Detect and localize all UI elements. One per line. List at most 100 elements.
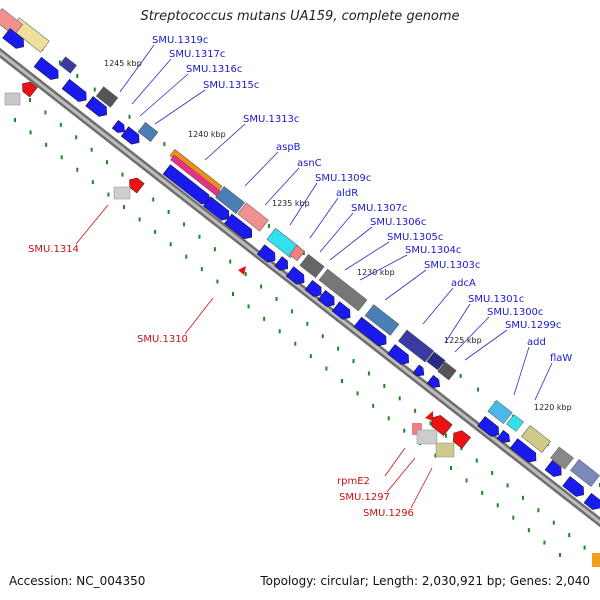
cds-arrow-shape bbox=[85, 96, 107, 117]
feature-block bbox=[0, 8, 23, 36]
kbp-marker: 1235 kbp bbox=[272, 199, 310, 208]
cds-forward-arrow bbox=[509, 438, 537, 463]
genome-summary-text: Topology: circular; Length: 2,030,921 bp… bbox=[260, 574, 590, 588]
gene-label-forward: SMU.1307c bbox=[351, 203, 407, 214]
label-leader-line bbox=[244, 151, 279, 187]
gene-label-forward: SMU.1303c bbox=[424, 260, 480, 271]
cds-forward-arrow bbox=[304, 279, 322, 297]
feature-block bbox=[570, 459, 600, 487]
cds-reverse-arrow bbox=[431, 415, 453, 437]
kbp-marker: 1240 kbp bbox=[188, 130, 226, 139]
cds-forward-arrow bbox=[353, 316, 387, 347]
label-leader-line bbox=[422, 287, 454, 325]
label-leader-line bbox=[131, 58, 172, 105]
cds-arrow-shape bbox=[202, 196, 230, 221]
accession-text: Accession: NC_004350 bbox=[9, 574, 146, 588]
cds-forward-arrow bbox=[583, 492, 600, 510]
gene-label-forward: adcA bbox=[451, 278, 476, 289]
feature-block bbox=[416, 429, 438, 445]
cds-reverse-arrow bbox=[129, 177, 145, 194]
label-leader-line bbox=[410, 467, 433, 509]
label-leader-line bbox=[534, 362, 553, 401]
backbone-line bbox=[0, 50, 600, 525]
label-leader-line bbox=[513, 346, 530, 396]
label-leader-line bbox=[204, 123, 246, 161]
cds-forward-arrow bbox=[2, 28, 24, 49]
cds-arrow-shape bbox=[61, 78, 87, 102]
gene-label-forward: SMU.1316c bbox=[186, 64, 242, 75]
gene-label-forward: add bbox=[527, 337, 546, 348]
cds-forward-arrow bbox=[426, 375, 441, 388]
cds-forward-arrow bbox=[85, 96, 107, 117]
gene-label-forward: aspB bbox=[276, 142, 301, 153]
cds-arrow-shape bbox=[412, 364, 425, 377]
gene-label-forward: SMU.1304c bbox=[405, 245, 461, 256]
gene-label-forward: SMU.1313c bbox=[243, 114, 299, 125]
gene-label-reverse: SMU.1296 bbox=[363, 508, 414, 519]
gene-label-forward: SMU.1309c bbox=[315, 173, 371, 184]
feature-block bbox=[299, 253, 325, 279]
feature-block bbox=[237, 202, 269, 232]
cds-arrow-shape bbox=[2, 28, 24, 49]
gene-label-reverse: SMU.1310 bbox=[137, 334, 188, 345]
label-leader-line bbox=[386, 457, 416, 493]
gene-label-forward: asnC bbox=[297, 158, 322, 169]
cds-forward-arrow bbox=[412, 364, 425, 377]
cds-arrow-shape bbox=[224, 213, 253, 240]
cds-arrow-shape bbox=[331, 301, 351, 320]
gene-label-forward: aldR bbox=[336, 188, 358, 199]
gene-label-reverse: SMU.1314 bbox=[28, 244, 79, 255]
gene-label-forward: SMU.1315c bbox=[203, 80, 259, 91]
cds-arrow-shape bbox=[317, 289, 335, 307]
feature-block bbox=[592, 553, 600, 567]
feature-block bbox=[289, 244, 305, 262]
feature-block bbox=[506, 414, 524, 432]
cds-arrow-shape bbox=[33, 56, 59, 80]
cds-arrow-shape bbox=[353, 316, 387, 347]
cds-reverse-arrow bbox=[22, 81, 38, 98]
cds-arrow-shape bbox=[496, 430, 511, 443]
cds-reverse-shape bbox=[453, 430, 471, 449]
label-leader-line bbox=[289, 182, 318, 226]
feature-block bbox=[318, 268, 368, 312]
cds-arrow-shape bbox=[256, 244, 276, 263]
cds-reverse-shape bbox=[431, 415, 453, 437]
feature-block bbox=[4, 92, 21, 106]
cds-reverse-arrow bbox=[425, 411, 433, 421]
feature-block bbox=[521, 425, 551, 453]
cds-forward-arrow bbox=[331, 301, 351, 320]
gene-label-forward: SMU.1305c bbox=[387, 232, 443, 243]
cds-forward-arrow bbox=[387, 344, 409, 365]
gene-label-forward: SMU.1306c bbox=[370, 217, 426, 228]
cds-forward-arrow bbox=[562, 476, 584, 497]
gene-label-forward: SMU.1319c bbox=[152, 35, 208, 46]
cds-forward-arrow bbox=[224, 213, 253, 240]
cds-arrow-shape bbox=[274, 256, 288, 271]
gene-label-forward: SMU.1301c bbox=[468, 294, 524, 305]
label-leader-line bbox=[329, 226, 373, 261]
cds-forward-arrow bbox=[111, 120, 126, 133]
cds-forward-arrow bbox=[477, 416, 499, 437]
label-leader-line bbox=[384, 269, 427, 301]
kbp-marker: 1220 kbp bbox=[534, 403, 572, 412]
feature-block bbox=[364, 304, 400, 336]
cds-reverse-shape bbox=[22, 81, 38, 98]
cds-forward-arrow bbox=[202, 196, 230, 221]
label-leader-line bbox=[119, 44, 155, 93]
label-leader-line bbox=[464, 329, 508, 361]
cds-forward-arrow bbox=[274, 256, 288, 271]
feature-block bbox=[59, 56, 77, 74]
cds-forward-arrow bbox=[544, 459, 562, 477]
cds-reverse-arrow bbox=[453, 430, 471, 449]
feature-block bbox=[412, 423, 422, 435]
label-leader-line bbox=[139, 73, 189, 117]
label-leader-line bbox=[344, 241, 390, 271]
label-leader-line bbox=[319, 212, 354, 253]
cds-forward-arrow bbox=[496, 430, 511, 443]
feature-block bbox=[550, 446, 574, 470]
cds-arrow-shape bbox=[111, 120, 126, 133]
cds-arrow-shape bbox=[509, 438, 537, 463]
feature-block bbox=[435, 442, 455, 458]
label-leader-line bbox=[75, 204, 109, 245]
